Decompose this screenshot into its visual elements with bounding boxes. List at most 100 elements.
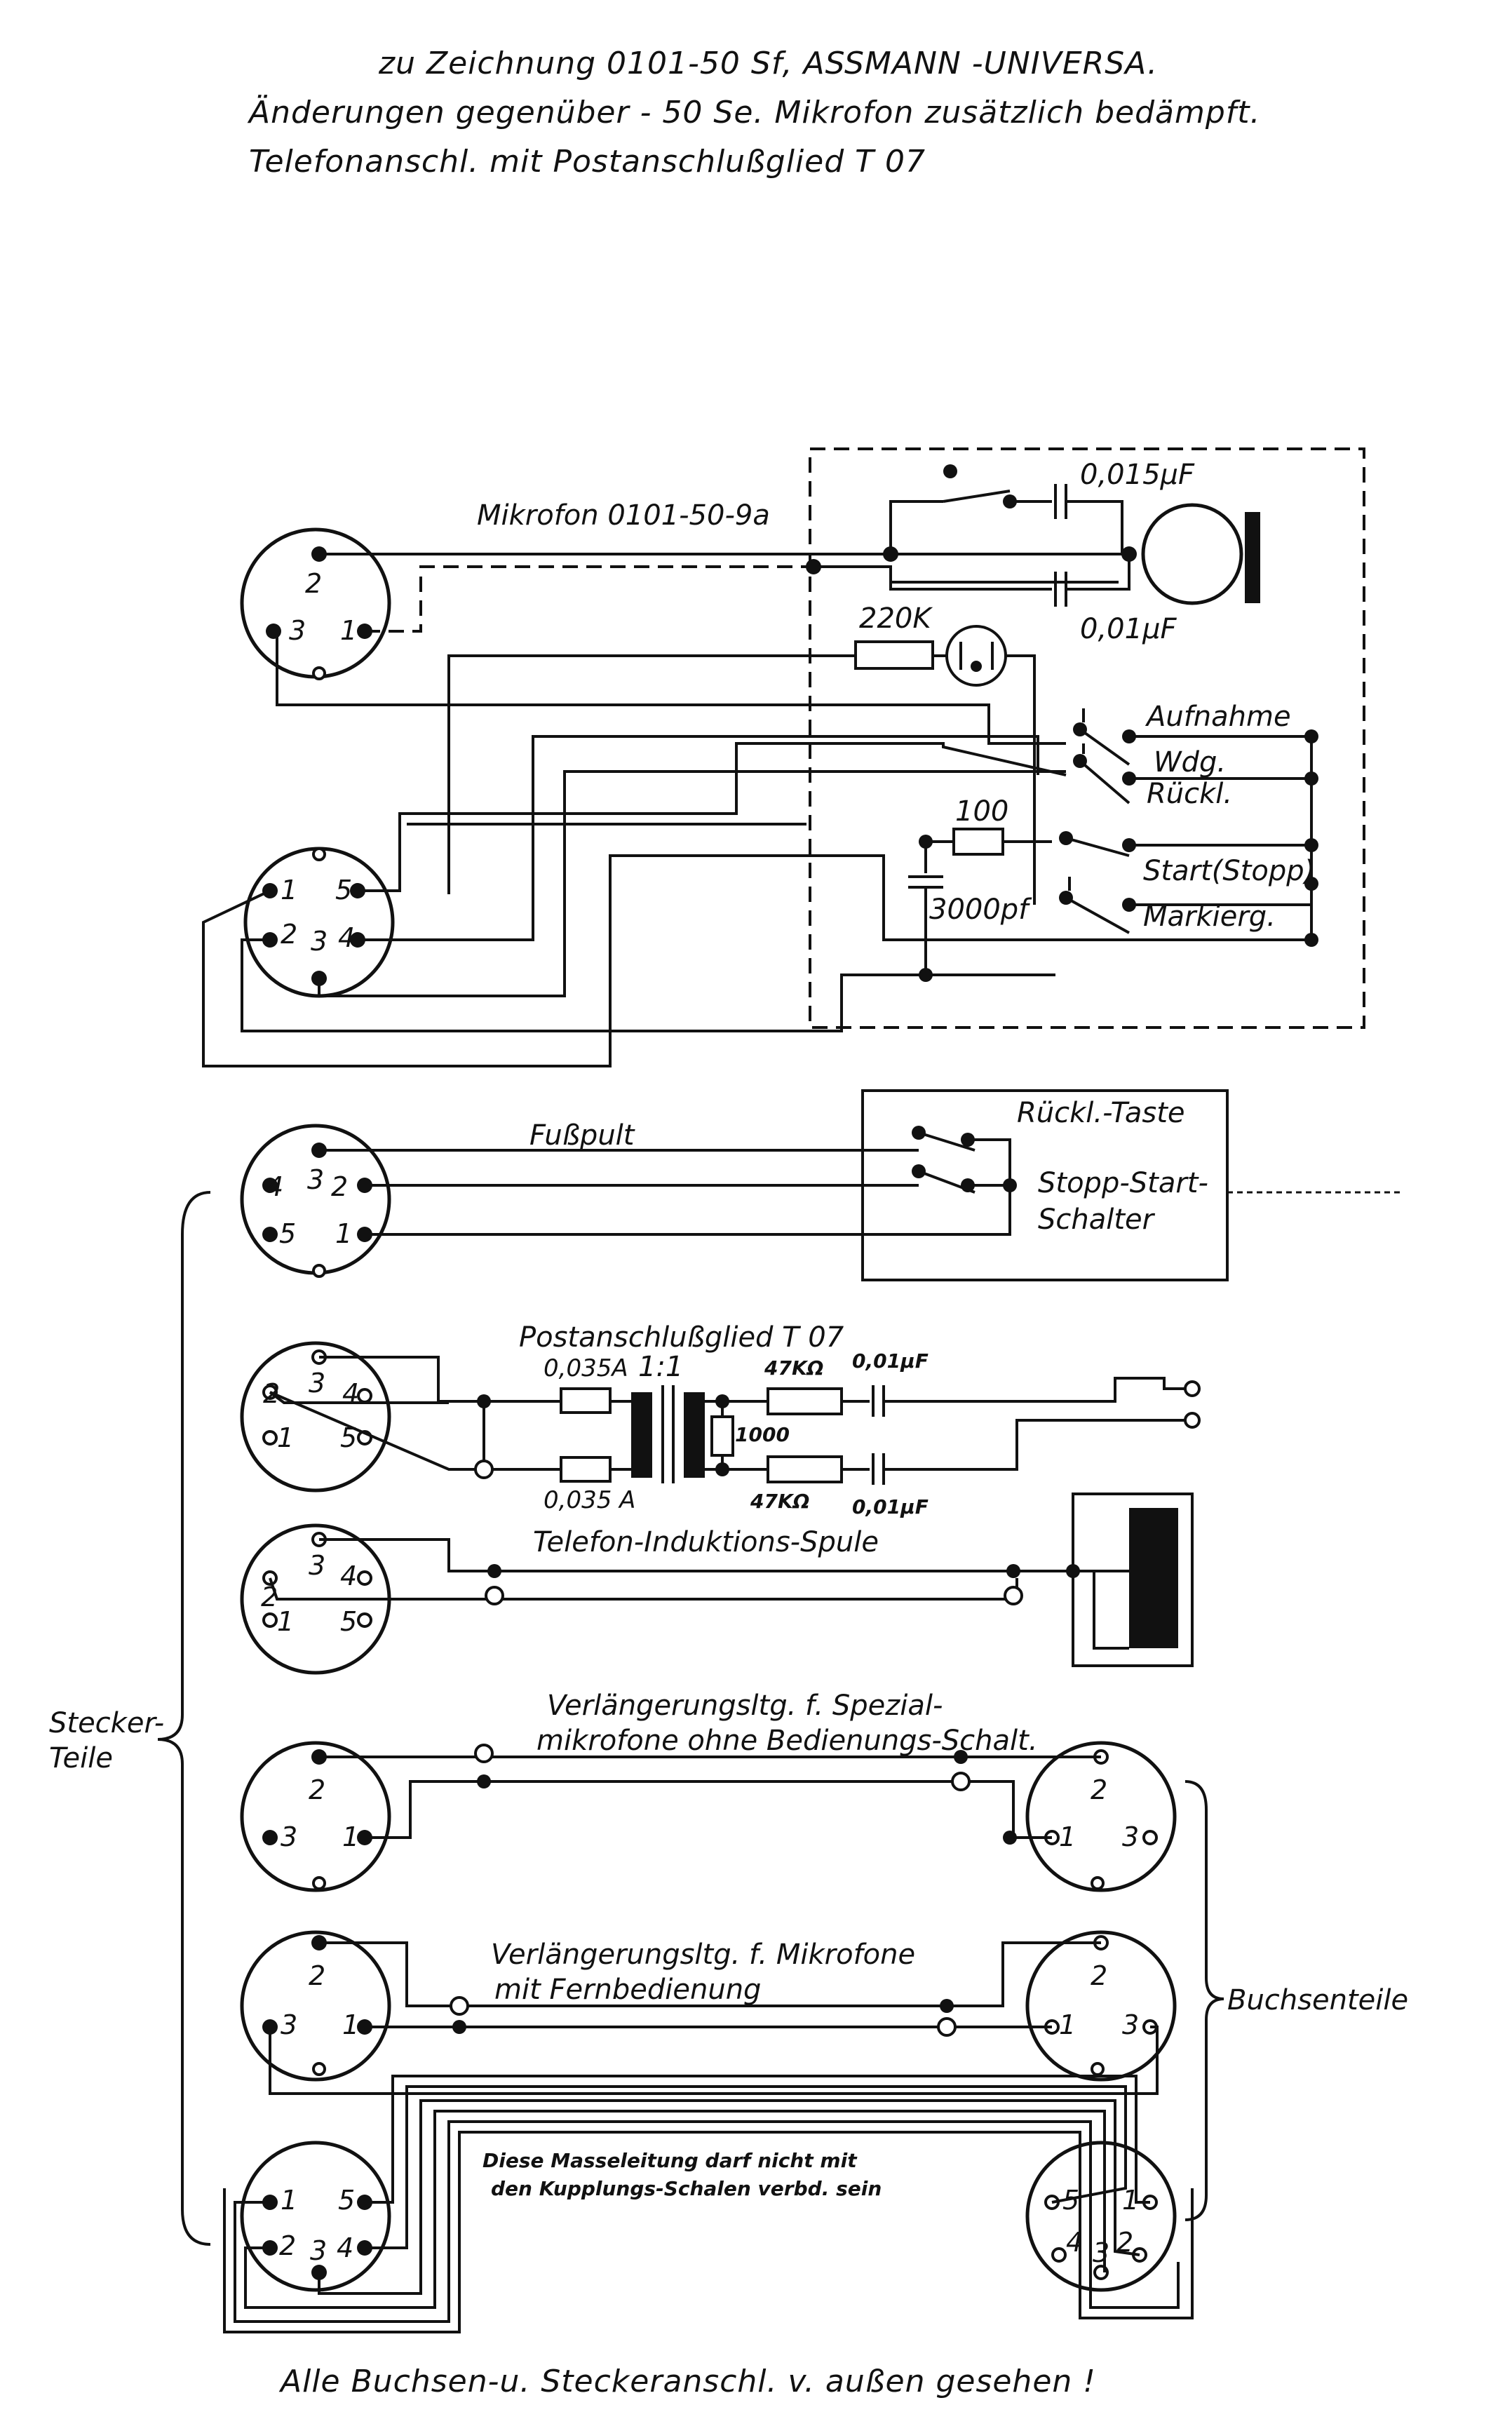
pin-label: 2 — [309, 1774, 325, 1805]
transformer-ratio: 1:1 — [638, 1351, 683, 1383]
pin-label: 1 — [277, 1606, 294, 1637]
fusspult-title: Fußpult — [529, 1119, 635, 1152]
ext1-line-2: mikrofone ohne Bedienungs-Schalt. — [536, 1725, 1038, 1757]
fusspult-label-stopp: Stopp-Start- — [1038, 1167, 1208, 1199]
resistor-47k-2-label: 47KΩ — [750, 1490, 809, 1513]
switch-label-aufnahme: Aufnahme — [1145, 701, 1291, 733]
resistor-220k — [854, 640, 934, 670]
pin-label: 1 — [1059, 2009, 1076, 2040]
pin-label: 4 — [337, 2232, 353, 2263]
pin-label: 4 — [266, 1171, 283, 1202]
fuse-2 — [560, 1456, 612, 1483]
pin-label: 1 — [281, 2185, 297, 2216]
switch-label-rueckl: Rückl. — [1147, 778, 1232, 810]
microphone-membrane — [1245, 512, 1260, 603]
pin-label: 4 — [338, 922, 355, 953]
fusspult-box — [861, 1089, 1229, 1281]
cap-3000pf: 3000pf — [929, 894, 1032, 926]
switch-aufnahme: Aufnahme — [1073, 701, 1311, 766]
switch-start-stopp: Start(Stopp) — [1059, 831, 1315, 887]
pin-label: 3 — [310, 2235, 327, 2266]
resistor-220k-label: 220K — [859, 602, 933, 635]
pin-label: 1 — [335, 1218, 352, 1249]
resistor-100 — [952, 828, 1004, 856]
ext2-socket: 2 1 3 — [1025, 1930, 1177, 2082]
microphone-capsule-icon — [1141, 503, 1243, 605]
note-line-1: Diese Masseleitung darf nicht mit — [482, 2149, 858, 2172]
fusspult-label-rueckl: Rückl.-Taste — [1017, 1097, 1185, 1129]
header-line-3: Telefonanschl. mit Postanschlußglied T 0… — [249, 144, 926, 180]
glow-lamp-icon — [945, 625, 1007, 687]
pin-label: 5 — [338, 2185, 355, 2216]
extension-2-section: Verlängerungsltg. f. Mikrofone mit Fernb… — [240, 1930, 1177, 2095]
induction-coil-icon — [1129, 1508, 1178, 1648]
pin-label: 2 — [331, 1171, 348, 1202]
mikrofon-title: Mikrofon 0101-50-9a — [477, 499, 770, 532]
switch-label-wdg: Wdg. — [1154, 746, 1226, 779]
ext2-line-1: Verlängerungsltg. f. Mikrofone — [491, 1939, 915, 1971]
pin-label: 3 — [289, 615, 306, 646]
switch-markierg: Markierg. — [1059, 877, 1311, 934]
resistor-47k-2 — [767, 1455, 843, 1483]
fuse-2-label: 0,035 A — [544, 1486, 635, 1514]
postanschluss-section: 3 4 2 1 5 Postanschlußglied T 07 0,035A … — [240, 1321, 1201, 1518]
resistor-47k-1-label: 47KΩ — [764, 1356, 823, 1380]
header-line-1: zu Zeichnung 0101-50 Sf, ASSMANN -UNIVER… — [378, 46, 1158, 81]
cap-001: 0,01µF — [1080, 613, 1177, 645]
pin-label: 5 — [335, 875, 352, 905]
fusspult-section: 4 3 2 5 1 Fußpult Rückl.-Taste Stopp-Sta… — [240, 1089, 1403, 1281]
cap-post-2-label: 0,01µF — [852, 1495, 929, 1518]
header-line-2: Änderungen gegenüber - 50 Se. Mikrofon z… — [247, 94, 1261, 130]
stecker-label-1: Stecker- — [49, 1707, 164, 1739]
pin-label: 1 — [342, 2009, 359, 2040]
pin-label: 3 — [309, 1368, 325, 1399]
pin-label: 1 — [1059, 1821, 1076, 1852]
pin-label: 2 — [309, 1960, 325, 1991]
cap-0015: 0,015µF — [1080, 459, 1195, 491]
stecker-brace — [157, 1191, 211, 2246]
switch-label-start: Start(Stopp) — [1143, 855, 1315, 887]
ext1-socket: 2 1 3 — [1025, 1741, 1177, 1892]
fusspult-label-schalter: Schalter — [1038, 1204, 1156, 1236]
extension-1-section: Verlängerungsltg. f. Spezial- mikrofone … — [240, 1690, 1177, 1892]
pin-label: 2 — [305, 568, 322, 599]
ext2-plug: 2 3 1 — [240, 1930, 391, 2082]
switch-wdg-rueckl: Wdg. Rückl. — [1073, 743, 1311, 810]
pin-label: 4 — [340, 1561, 357, 1591]
pin-label: 1 — [281, 875, 297, 905]
pin-label: 2 — [281, 919, 297, 950]
fuse-1-label: 0,035A — [544, 1354, 628, 1382]
ext3-socket: 5 1 4 3 2 — [1025, 2141, 1177, 2292]
pin-label: 1 — [342, 1821, 359, 1852]
fuse-1 — [560, 1387, 612, 1414]
postanschluss-title: Postanschlußglied T 07 — [519, 1321, 844, 1354]
pin-label: 3 — [281, 2009, 297, 2040]
switch-label-markierg: Markierg. — [1143, 901, 1276, 933]
resistor-1000 — [710, 1415, 734, 1457]
mikrofon-section: Mikrofon 0101-50-9a 2 3 1 1 5 2 3 4 — [202, 447, 1365, 1067]
extension-5pin-section: 1 5 2 3 4 5 1 4 3 2 Diese Masseleitung d… — [223, 2075, 1194, 2333]
ext1-plug: 2 3 1 — [240, 1741, 391, 1892]
pin-label: 3 — [309, 1550, 325, 1581]
buchsen-label: Buchsenteile — [1227, 1984, 1408, 2016]
ext2-line-2: mit Fernbedienung — [494, 1974, 761, 2006]
pin-label: 5 — [279, 1218, 296, 1249]
footer-note: Alle Buchsen-u. Steckeranschl. v. außen … — [278, 2364, 1096, 2399]
mikrofon-housing-outline — [809, 447, 1365, 1029]
buchsen-brace — [1184, 1780, 1224, 2221]
pin-label: 3 — [1122, 2009, 1139, 2040]
pin-label: 5 — [340, 1606, 357, 1637]
pin-label: 2 — [1091, 1960, 1107, 1991]
pin-label: 1 — [277, 1422, 294, 1453]
stecker-label-2: Teile — [49, 1742, 113, 1774]
induction-coil-housing — [1072, 1493, 1194, 1667]
pin-label: 3 — [307, 1164, 324, 1195]
transformer-coil-left — [631, 1392, 652, 1478]
resistor-100-label: 100 — [955, 795, 1008, 828]
ext3-plug: 1 5 2 3 4 — [240, 2141, 391, 2292]
cap-post-1-label: 0,01µF — [852, 1349, 929, 1373]
pin-label: 3 — [311, 926, 328, 957]
fusspult-plug: 4 3 2 5 1 — [240, 1124, 391, 1278]
